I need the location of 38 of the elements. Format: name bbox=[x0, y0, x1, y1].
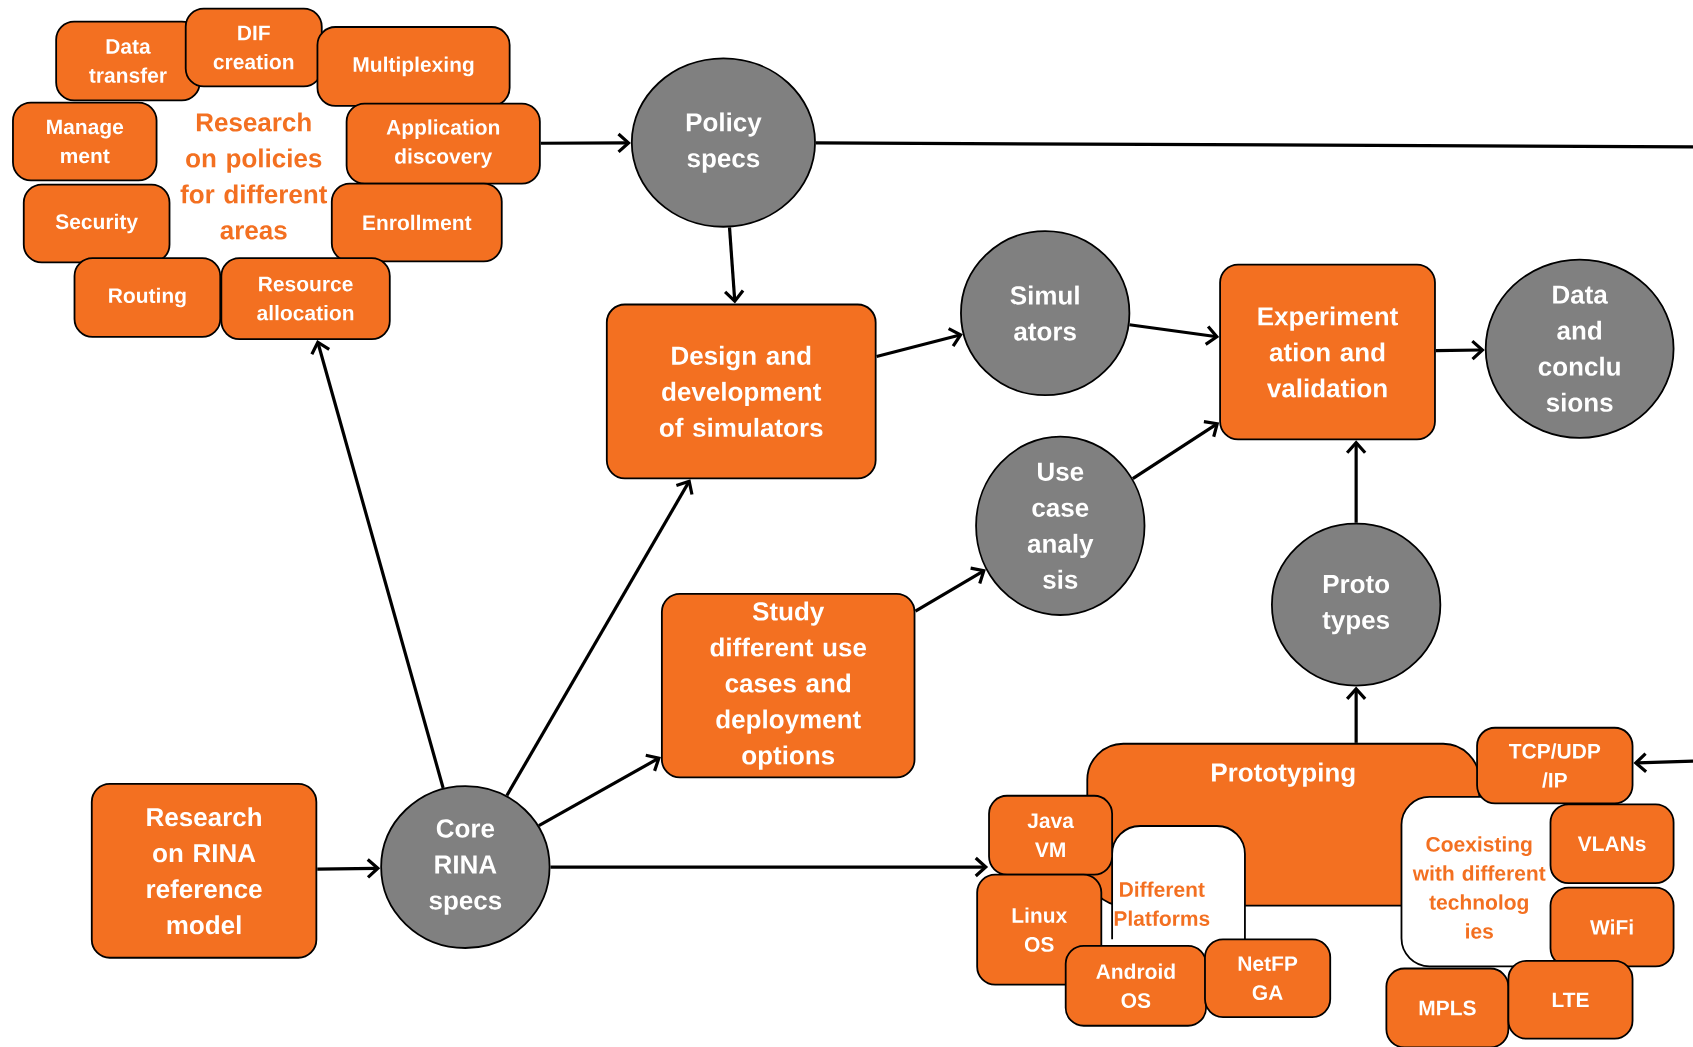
area-label: Research on policies for different areas bbox=[180, 112, 328, 240]
arrow bbox=[505, 479, 694, 797]
arrow bbox=[1129, 323, 1220, 346]
process-box: Java VM bbox=[988, 794, 1113, 876]
process-box: Application discovery bbox=[345, 102, 541, 185]
process-box: DIF creation bbox=[184, 7, 323, 88]
process-box: Resource allocation bbox=[220, 257, 391, 340]
arrow bbox=[1345, 686, 1367, 743]
process-box: Multiplexing bbox=[316, 25, 511, 107]
process-box: Enrollment bbox=[330, 182, 503, 263]
node-label: WiFi bbox=[1590, 919, 1633, 935]
arrow bbox=[317, 858, 381, 879]
process-box: WiFi bbox=[1549, 886, 1675, 968]
process-box: Manage ment bbox=[12, 101, 158, 182]
arrow bbox=[876, 327, 963, 358]
process-box: VLANs bbox=[1549, 803, 1675, 884]
process-box: Research on RINA reference model bbox=[90, 782, 318, 959]
arrow bbox=[914, 566, 986, 613]
arrow bbox=[538, 753, 661, 827]
process-box: Data transfer bbox=[55, 20, 201, 102]
process-box: Study different use cases and deployment options bbox=[660, 592, 916, 779]
process-box: Android OS bbox=[1064, 944, 1207, 1027]
process-box: Security bbox=[22, 183, 171, 264]
process-box: TCP/UDP /IP bbox=[1476, 726, 1634, 805]
arrow bbox=[1633, 752, 1693, 773]
process-box: Routing bbox=[73, 257, 222, 338]
arrow bbox=[540, 132, 631, 153]
process-box: MPLS bbox=[1385, 967, 1510, 1047]
arrow bbox=[1131, 419, 1220, 480]
arrow bbox=[724, 227, 745, 304]
process-box: LTE bbox=[1507, 959, 1634, 1040]
process-box: NetFP GA bbox=[1204, 938, 1332, 1018]
process-box: Design and development of simulators bbox=[605, 303, 877, 480]
arrow bbox=[310, 339, 445, 789]
arrow bbox=[1435, 339, 1485, 361]
arrow bbox=[550, 856, 989, 878]
arrow bbox=[1345, 440, 1367, 523]
process-box: Experiment ation and validation bbox=[1219, 263, 1436, 441]
